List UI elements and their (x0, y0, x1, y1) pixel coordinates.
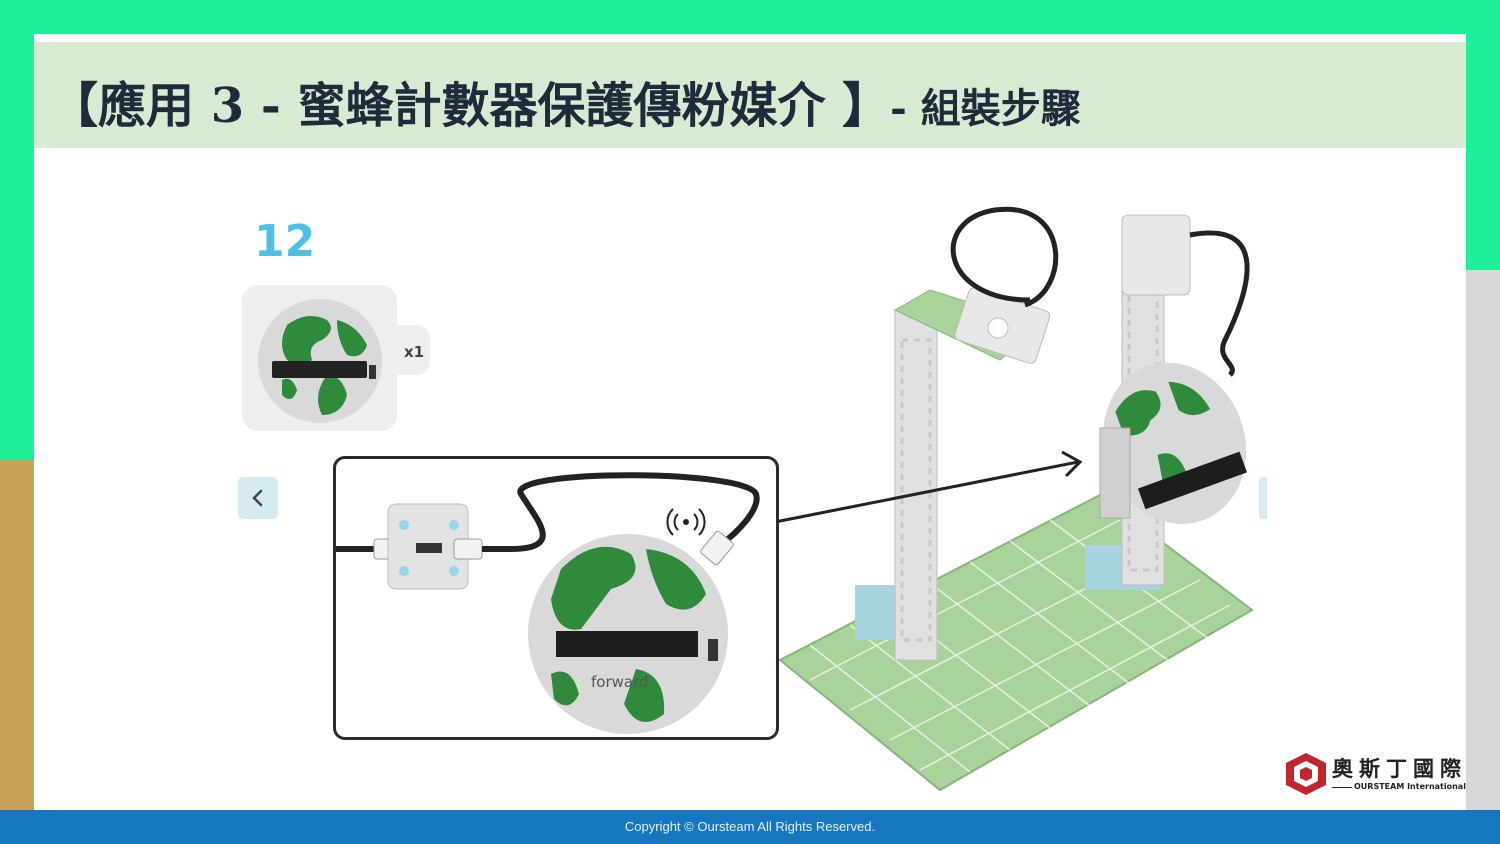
next-step-button[interactable] (1259, 477, 1267, 519)
oursteam-logo-icon (1286, 753, 1326, 795)
cable-left (950, 206, 1059, 308)
copyright-text: Copyright © Oursteam All Rights Reserved… (624, 819, 876, 834)
step-number: 12 (254, 216, 316, 267)
wireless-signal-icon (666, 508, 706, 536)
title-subtitle: - 組裝步驟 (890, 85, 1081, 132)
microbit-board (1103, 362, 1247, 524)
title-main: 【應用 3 - 蜜蜂計數器保護傳粉媒介 】 (50, 78, 891, 134)
microbit-board-icon (258, 299, 382, 423)
detail-inset: forward (333, 456, 779, 740)
pillar-connector-left (855, 585, 895, 640)
assembly-illustration (774, 206, 1254, 792)
decor-right-band (1460, 270, 1500, 810)
decor-left-band (0, 460, 40, 810)
brand-divider (1332, 787, 1352, 788)
detail-illustration: forward (336, 472, 760, 734)
footer: Copyright © Oursteam All Rights Reserved… (0, 810, 1500, 844)
part-quantity: x1 (404, 343, 425, 361)
board-brand-label: forward (591, 673, 649, 691)
connecting-cable (482, 472, 760, 552)
page-title: 【應用 3 - 蜜蜂計數器保護傳粉媒介 】- 組裝步驟 (50, 66, 1081, 136)
led-module (1121, 214, 1191, 296)
brand-logo: 奧斯丁國際 OURSTEAM International (1284, 751, 1467, 799)
title-bar: 【應用 3 - 蜜蜂計數器保護傳粉媒介 】- 組裝步驟 (34, 42, 1466, 148)
pointer-arrow (774, 460, 1079, 524)
baseplate (778, 493, 1254, 792)
prev-step-button[interactable] (238, 477, 278, 519)
cable-right (1189, 230, 1250, 377)
brand-name-en: OURSTEAM International (1354, 782, 1466, 791)
part-card (242, 285, 397, 431)
chevron-left-icon (252, 489, 263, 507)
brand-name-cn: 奧斯丁國際 (1332, 757, 1467, 781)
